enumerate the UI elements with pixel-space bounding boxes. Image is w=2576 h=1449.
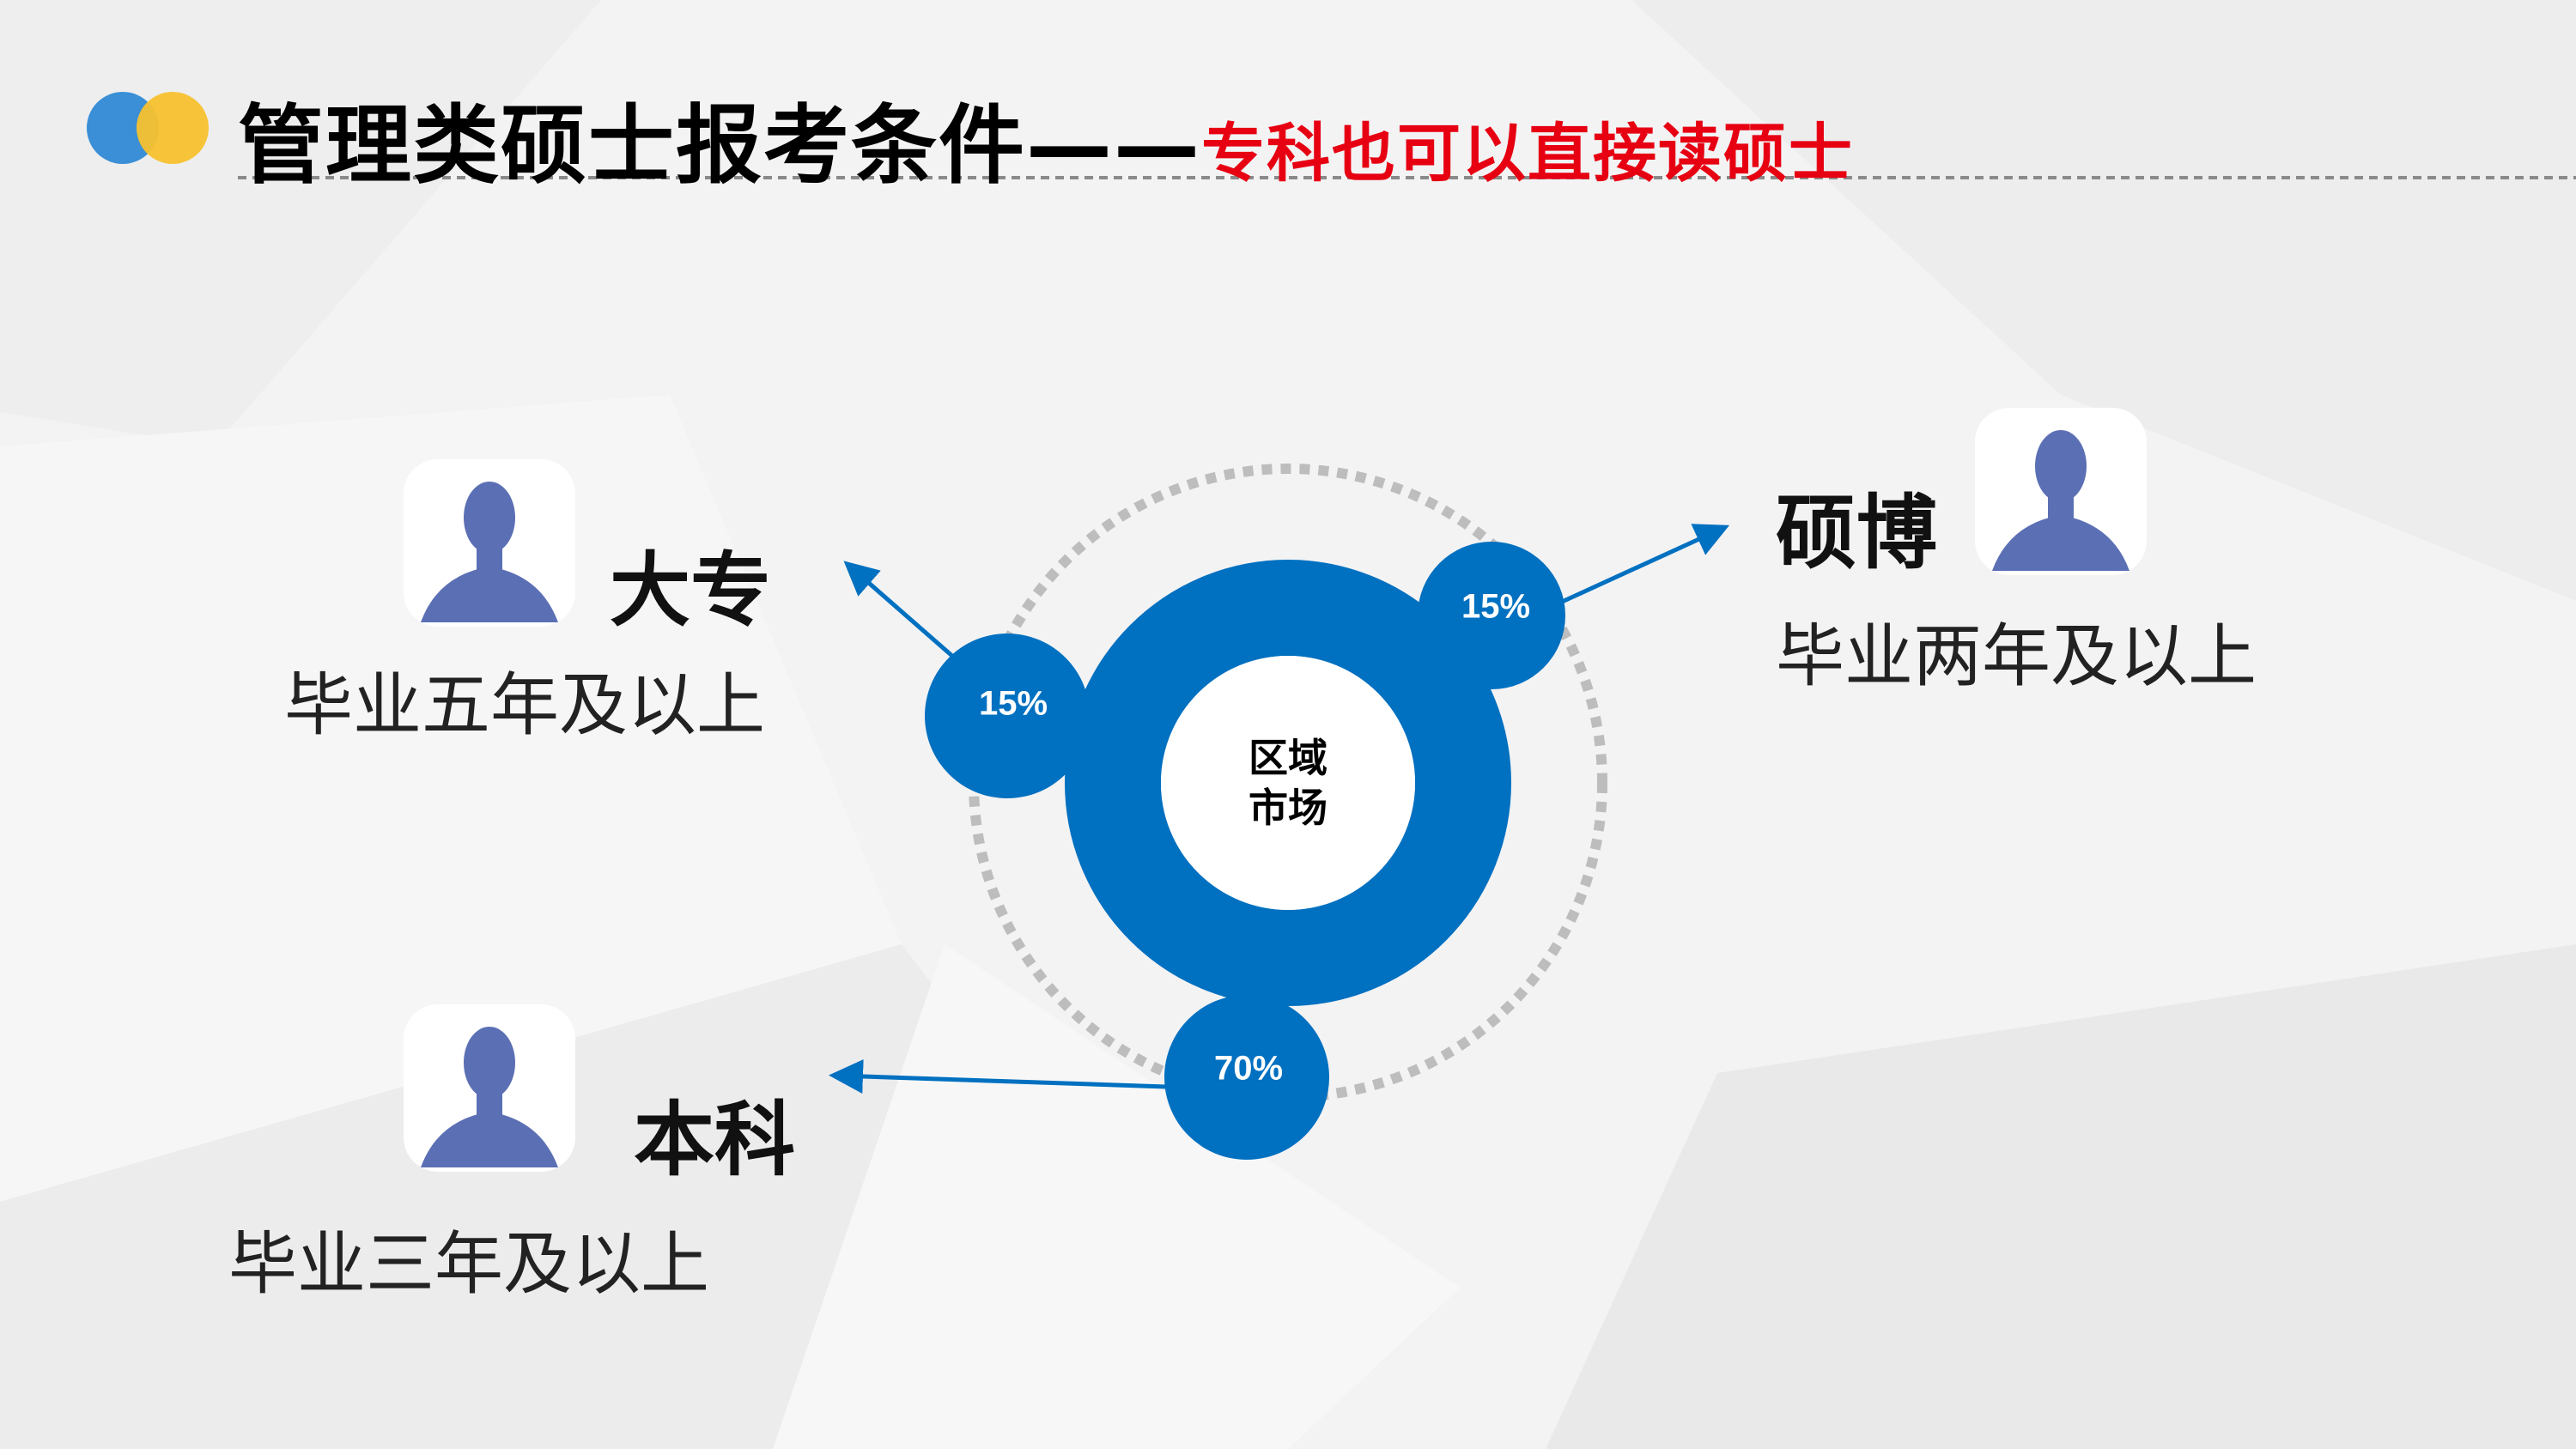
person-icon [1975,408,2147,575]
bubble-left [925,634,1090,798]
heading-shuobo: 硕博 [1776,487,1938,580]
arrow-shuobo [1558,524,1730,605]
person-icon [404,459,575,627]
desc-dazhuan: 毕业五年及以上 [284,665,765,745]
center-label: 区域 市场 [1236,733,1340,833]
arrow-dazhuan [843,561,955,658]
desc-benke: 毕业三年及以上 [228,1224,709,1304]
bubble-right [1418,542,1565,689]
bubble-bottom [1164,995,1329,1160]
title-sub: 专科也可以直接读硕士 [1201,117,1854,191]
person-icon [404,1004,575,1172]
donut-center [1161,656,1415,910]
pct-right: 15% [1461,587,1531,626]
title-main: 管理类硕士报考条件—— [238,95,1201,196]
heading-dazhuan: 大专 [610,544,772,638]
donut-ring [1065,560,1511,1006]
center-label-line1: 区域 [1249,735,1327,781]
pct-bottom: 70% [1213,1049,1284,1088]
pct-left: 15% [978,684,1048,723]
heading-benke: 本科 [634,1094,796,1187]
desc-shuobo: 毕业两年及以上 [1776,616,2257,696]
center-label-line2: 市场 [1249,785,1327,831]
logo-circles-icon [87,92,209,164]
page-title: 管理类硕士报考条件——专科也可以直接读硕士 [238,76,1854,200]
arrow-benke [829,1059,1167,1094]
